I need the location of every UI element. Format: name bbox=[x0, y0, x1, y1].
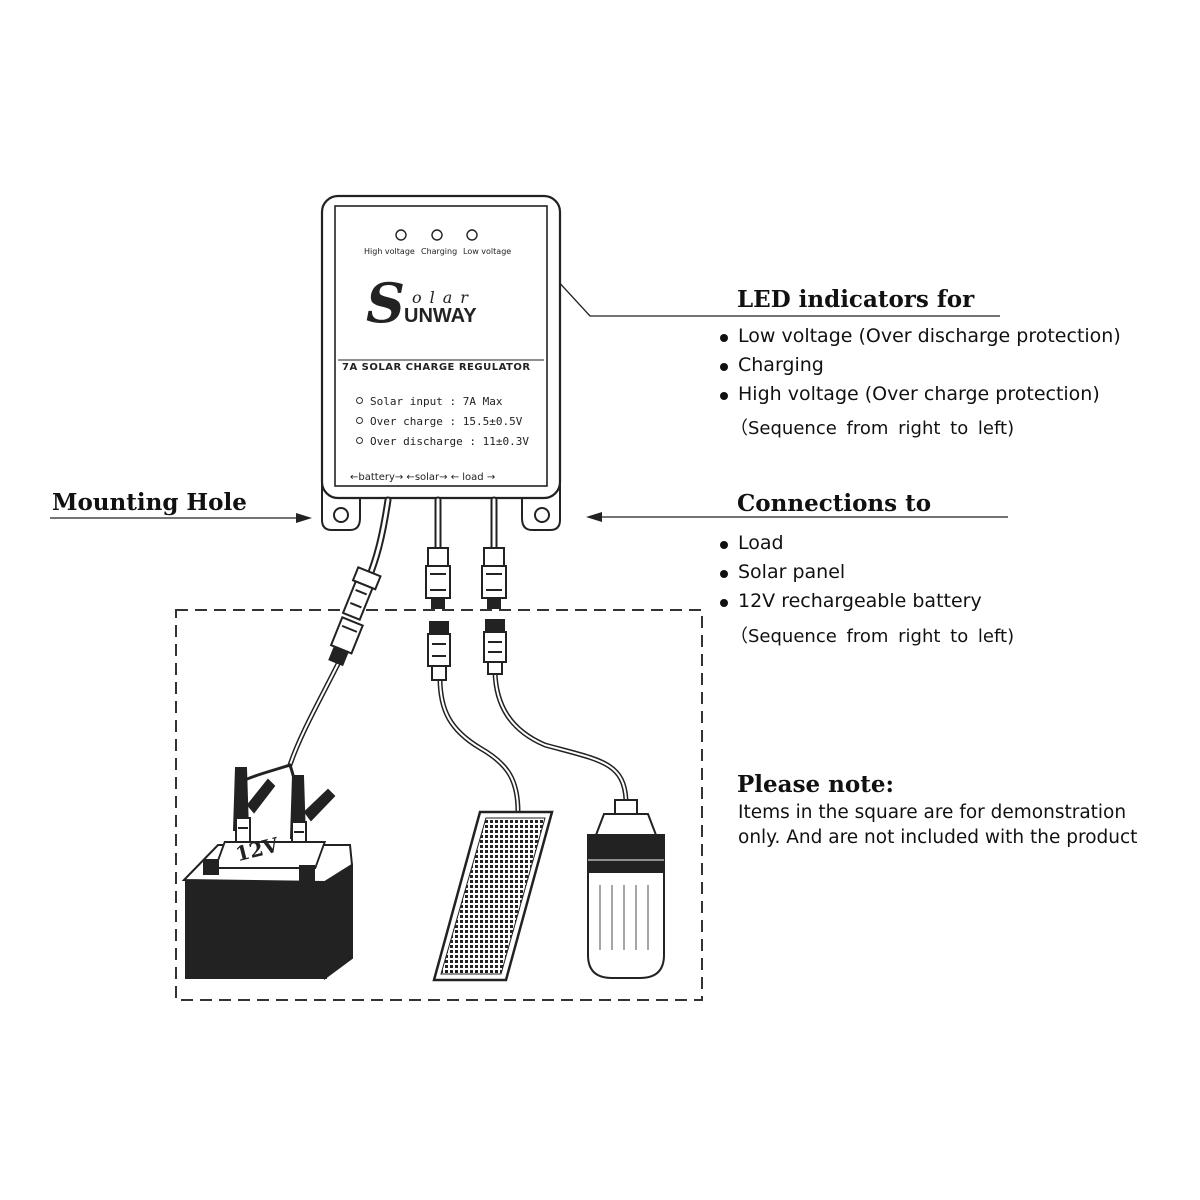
battery-terminal-right bbox=[299, 865, 315, 881]
connection-item-solar-panel: Solar panel bbox=[720, 558, 982, 587]
demonstration-box bbox=[175, 609, 703, 1001]
battery-label-plate bbox=[213, 841, 327, 869]
brand-logo-name: unway bbox=[404, 305, 477, 327]
led-indicators-heading: LED indicators for bbox=[737, 286, 975, 313]
spec-over-discharge: Over discharge : 11±0.3V bbox=[356, 435, 529, 448]
led-item-low-voltage: Low voltage (Over discharge protection) bbox=[720, 322, 1121, 351]
led-high-voltage bbox=[395, 229, 407, 241]
mounting-hole-right bbox=[534, 507, 550, 523]
battery bbox=[181, 841, 354, 980]
connections-arrowhead bbox=[586, 512, 602, 522]
battery-terminal-left bbox=[203, 859, 219, 875]
bulb-socket bbox=[614, 799, 638, 815]
spec-over-charge: Over charge : 15.5±0.5V bbox=[356, 415, 522, 428]
please-note-heading: Please note: bbox=[737, 771, 894, 798]
brand-logo-script: olar bbox=[412, 288, 476, 307]
bulb-ring bbox=[587, 834, 665, 873]
connections-heading: Connections to bbox=[737, 490, 932, 517]
bulb-collar bbox=[594, 813, 658, 836]
brand-logo-initial: S bbox=[366, 271, 405, 335]
led-label-charging: Charging bbox=[421, 247, 458, 256]
led-charging bbox=[431, 229, 443, 241]
solar-panel bbox=[432, 810, 554, 982]
connections-sequence-note: （Sequence from right to left) bbox=[730, 626, 1015, 647]
battery-connector-upper bbox=[341, 566, 382, 621]
mounting-hole-label: Mounting Hole bbox=[52, 489, 247, 516]
battery-front bbox=[185, 881, 327, 979]
port-labels: ←battery→ ←solar→ ← load → bbox=[350, 472, 496, 483]
crocodile-clips bbox=[232, 767, 336, 847]
load-connector-lower bbox=[483, 619, 507, 675]
load-connector-upper bbox=[481, 547, 507, 609]
led-label-low-voltage: Low voltage bbox=[463, 247, 512, 256]
solar-connector-lower bbox=[427, 621, 451, 681]
led-item-charging: Charging bbox=[720, 351, 1121, 380]
mounting-hole-left bbox=[333, 507, 349, 523]
clip-right bbox=[289, 775, 336, 847]
led-sequence-note: （Sequence from right to left) bbox=[730, 418, 1015, 439]
model-name: 7A SOLAR CHARGE REGULATOR bbox=[342, 362, 531, 373]
solar-connector-upper bbox=[425, 547, 451, 609]
bulb-globe bbox=[587, 871, 665, 979]
clip-left bbox=[232, 767, 276, 845]
note-line-1: Items in the square are for demonstratio… bbox=[738, 802, 1127, 823]
spec-solar-input: Solar input : 7A Max bbox=[356, 395, 502, 408]
solar-cable-lower bbox=[437, 675, 521, 815]
connection-item-load: Load bbox=[720, 529, 982, 558]
battery-connector-lower bbox=[328, 616, 364, 667]
led-indicators-list: Low voltage (Over discharge protection) … bbox=[720, 322, 1121, 409]
note-line-2: only. And are not included with the prod… bbox=[738, 827, 1138, 848]
connection-item-battery: 12V rechargeable battery bbox=[720, 587, 982, 616]
light-bulb bbox=[587, 799, 665, 979]
led-label-high-voltage: High voltage bbox=[364, 247, 415, 256]
mounting-hole-arrowhead bbox=[296, 513, 312, 523]
battery-side bbox=[324, 863, 353, 980]
connectors bbox=[328, 547, 507, 681]
connections-list: Load Solar panel 12V rechargeable batter… bbox=[720, 529, 982, 616]
led-item-high-voltage: High voltage (Over charge protection) bbox=[720, 380, 1121, 409]
led-low-voltage bbox=[466, 229, 478, 241]
